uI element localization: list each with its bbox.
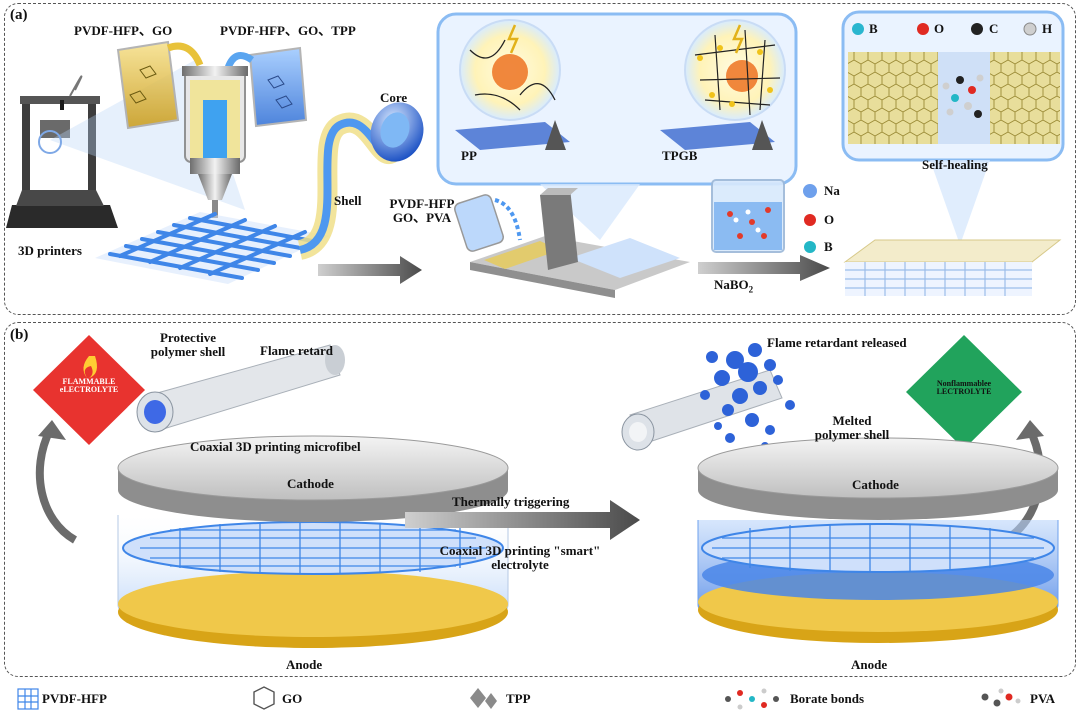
self-healing-label: Self-healing bbox=[922, 157, 988, 172]
printers-label: 3D printers bbox=[18, 243, 82, 258]
casting-setup-icon bbox=[454, 188, 690, 298]
core-label: Core bbox=[380, 90, 408, 105]
smart-line1: Coaxial 3D printing "smart" bbox=[439, 543, 601, 558]
melted-line2: polymer shell bbox=[814, 426, 890, 442]
smart-line2: electrolyte bbox=[491, 556, 549, 572]
panel-b bbox=[4, 322, 1076, 677]
melted-line1: Melted bbox=[832, 413, 872, 428]
cathode-left-label: Cathode bbox=[287, 476, 334, 491]
borate-molecule-icon bbox=[725, 688, 779, 710]
beaker-right-icon bbox=[248, 46, 308, 128]
atom-b-label: B bbox=[869, 21, 878, 36]
o-atom-icon bbox=[804, 214, 816, 226]
legend-tpp-label: TPP bbox=[506, 691, 531, 706]
o-ion-label: O bbox=[824, 212, 835, 227]
ink-label-line1: PVDF-HFP bbox=[389, 196, 455, 211]
flame-retard-label: Flame retard bbox=[260, 343, 334, 358]
self-healing-box bbox=[841, 10, 1065, 245]
left-curved-arrow bbox=[35, 428, 78, 544]
legend-c-atom-icon bbox=[971, 23, 983, 35]
protective-line1: Protective bbox=[159, 330, 217, 345]
protective-line2: polymer shell bbox=[150, 343, 226, 359]
beaker-left-icon bbox=[116, 40, 180, 130]
na-ion-label: Na bbox=[824, 183, 840, 198]
na-ion-icon bbox=[803, 184, 817, 198]
diamond-icon bbox=[470, 688, 497, 709]
left-battery-icon bbox=[117, 435, 509, 648]
process-arrow-2 bbox=[698, 255, 830, 281]
thermally-label: Thermally triggering bbox=[452, 494, 570, 509]
nabo2-beaker-icon bbox=[711, 179, 785, 253]
pp-label: PP bbox=[461, 148, 477, 163]
legend-o-atom-icon bbox=[917, 23, 929, 35]
flame-test-box bbox=[436, 12, 798, 240]
melted-label: Melted polymer shell bbox=[802, 414, 902, 441]
anode-left-label: Anode bbox=[286, 657, 323, 672]
legend-icons bbox=[17, 686, 1021, 710]
beaker-left-label: PVDF-HFP、GO bbox=[74, 23, 173, 38]
ink-label-line2: GO、PVA bbox=[392, 209, 452, 225]
atom-c-label: C bbox=[989, 21, 999, 36]
coaxial-fiber-icon bbox=[296, 102, 424, 260]
panel-a-label: (a) bbox=[10, 7, 28, 23]
flammable-line1: FLAMMABLE bbox=[62, 377, 116, 386]
flammable-diamond-icon bbox=[33, 335, 145, 445]
smart-electrolyte-label: Coaxial 3D printing "smart" electrolyte bbox=[420, 544, 620, 571]
panel-a bbox=[4, 3, 1076, 315]
shell-label: Shell bbox=[334, 193, 362, 208]
atom-h-label: H bbox=[1042, 21, 1053, 36]
b-atom-icon bbox=[804, 241, 816, 253]
b-ion-label: B bbox=[824, 239, 833, 254]
legend-borate-label: Borate bonds bbox=[790, 691, 865, 706]
protective-label: Protective polymer shell bbox=[132, 331, 244, 358]
process-arrow-1 bbox=[318, 256, 422, 284]
legend-pva-label: PVA bbox=[1030, 691, 1056, 706]
released-label: Flame retardant released bbox=[767, 335, 907, 350]
membrane-grid bbox=[843, 239, 1062, 296]
left-microfiber-icon bbox=[136, 344, 345, 433]
nonflammable-label: Nonflammablee LECTROLYTE bbox=[919, 379, 1009, 397]
coaxial-printhead-icon bbox=[182, 66, 248, 218]
flammable-label: FLAMMABLE eLECTROLYTE bbox=[49, 377, 129, 395]
flammable-line2: eLECTROLYTE bbox=[59, 385, 119, 395]
3d-printer-icon bbox=[6, 75, 118, 228]
beaker-right-label: PVDF-HFP、GO、TPP bbox=[220, 23, 356, 38]
panel-b-label: (b) bbox=[10, 327, 29, 343]
grid-icon bbox=[17, 688, 39, 710]
right-battery-icon bbox=[697, 437, 1059, 643]
coaxial-fiber-label: Coaxial 3D printing microfibel bbox=[190, 439, 361, 454]
nonflam-line2: LECTROLYTE bbox=[936, 387, 992, 397]
legend-b-atom-icon bbox=[852, 23, 864, 35]
nonflammable-diamond-icon bbox=[906, 335, 1022, 449]
pva-molecule-icon bbox=[981, 688, 1021, 707]
right-microfiber-icon bbox=[621, 369, 783, 451]
hexagon-icon bbox=[253, 686, 275, 710]
atom-o-label: O bbox=[934, 21, 945, 36]
cathode-right-label: Cathode bbox=[852, 477, 899, 492]
legend-pvdf-label: PVDF-HFP bbox=[42, 691, 107, 706]
anode-right-label: Anode bbox=[851, 657, 888, 672]
legend-go-label: GO bbox=[282, 691, 303, 706]
printed-fiber-grid bbox=[95, 212, 330, 284]
nonflam-line1: Nonflammablee bbox=[936, 379, 992, 388]
ink-label: PVDF-HFP GO、PVA bbox=[384, 197, 460, 224]
legend-h-atom-icon bbox=[1023, 22, 1037, 36]
thermal-trigger-arrow bbox=[405, 500, 640, 540]
tpgb-label: TPGB bbox=[662, 148, 698, 163]
nabo2-label: NaBO2 bbox=[714, 277, 754, 295]
